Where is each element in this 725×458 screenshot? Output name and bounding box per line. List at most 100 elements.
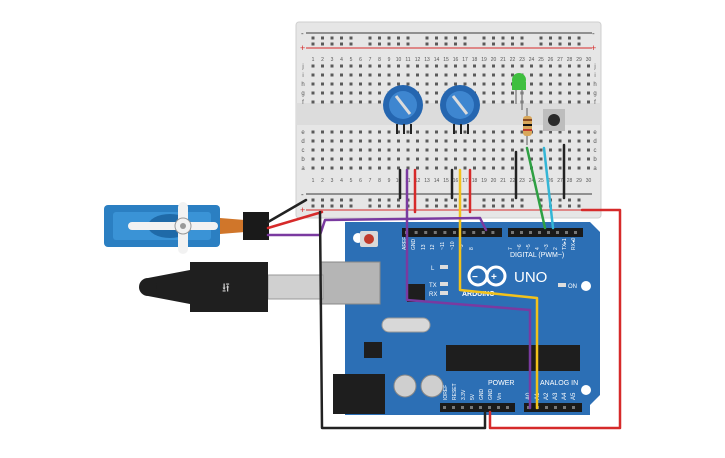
hole xyxy=(359,64,362,68)
header-pin xyxy=(527,406,530,409)
rail-hole xyxy=(349,204,353,208)
header-pin xyxy=(554,406,557,409)
hole xyxy=(558,166,562,170)
hole xyxy=(359,91,362,95)
column-number: 16 xyxy=(453,57,459,63)
rail-hole xyxy=(492,198,495,202)
hole xyxy=(558,91,562,95)
reset-button-cap[interactable] xyxy=(364,234,374,244)
analog-pin-label: A4 xyxy=(562,392,568,400)
rail-hole xyxy=(397,198,400,202)
hole xyxy=(321,148,324,152)
hole xyxy=(406,157,410,161)
hole xyxy=(330,139,334,143)
capacitor xyxy=(420,374,444,398)
hole xyxy=(530,157,533,161)
rail-hole xyxy=(378,36,381,40)
regulator xyxy=(364,342,382,358)
usb-port xyxy=(319,261,381,305)
column-number: 5 xyxy=(350,57,353,63)
rail-hole xyxy=(568,36,571,40)
hole xyxy=(444,64,448,68)
hole xyxy=(492,73,495,77)
hole xyxy=(359,100,362,104)
potentiometer-1[interactable] xyxy=(383,85,423,134)
hole xyxy=(368,91,372,95)
column-number: 18 xyxy=(472,57,478,63)
rail-hole xyxy=(444,42,448,46)
analog-pin-label: A3 xyxy=(553,392,559,400)
hole xyxy=(558,157,562,161)
hole xyxy=(340,100,343,104)
rail-hole xyxy=(387,36,391,40)
hole xyxy=(463,64,467,68)
hole xyxy=(577,73,581,77)
rail-minus-label-bottom: - xyxy=(301,190,304,199)
hole xyxy=(397,82,400,86)
rail-hole xyxy=(340,36,343,40)
power-pin-label: 5V xyxy=(470,393,476,400)
hole xyxy=(501,157,505,161)
hole xyxy=(558,100,562,104)
servo-motor[interactable] xyxy=(104,202,269,254)
hole xyxy=(321,100,324,104)
hole xyxy=(501,82,505,86)
digital-pin-label: ~3 xyxy=(544,244,550,250)
hole xyxy=(378,139,381,143)
rail-hole xyxy=(330,198,334,202)
digital-pin-label: RX◂0 xyxy=(571,238,577,250)
rail-hole xyxy=(511,36,514,40)
usb-cable[interactable]: ⭿ xyxy=(139,262,324,312)
hole xyxy=(378,91,381,95)
potentiometer-2[interactable] xyxy=(440,85,480,134)
hole xyxy=(406,166,410,170)
hole xyxy=(492,148,495,152)
column-number: 8 xyxy=(378,57,381,63)
column-number: 23 xyxy=(519,178,525,184)
hole xyxy=(349,64,353,68)
hole xyxy=(549,166,552,170)
header-pin xyxy=(538,231,541,234)
rail-hole xyxy=(454,198,457,202)
column-number: 22 xyxy=(510,57,516,63)
digital-pwm-label: DIGITAL (PWM~) xyxy=(510,252,564,259)
column-number: 1 xyxy=(312,178,315,184)
rail-hole xyxy=(444,204,448,208)
hole xyxy=(311,148,315,152)
hole xyxy=(568,64,571,68)
hole xyxy=(511,91,514,95)
push-button[interactable] xyxy=(543,109,565,131)
hole xyxy=(349,157,353,161)
hole xyxy=(311,73,315,77)
hole xyxy=(454,166,457,170)
rail-hole xyxy=(577,204,581,208)
hole xyxy=(568,100,571,104)
green-led[interactable] xyxy=(512,73,526,110)
rail-plus-label-bottom: + xyxy=(300,205,305,215)
hole xyxy=(321,139,324,143)
column-number: 29 xyxy=(576,178,582,184)
hole xyxy=(340,139,343,143)
hole xyxy=(330,100,334,104)
rail-hole xyxy=(558,204,562,208)
hole xyxy=(463,157,467,161)
hole xyxy=(368,166,372,170)
hole xyxy=(387,166,391,170)
rail-hole xyxy=(511,198,514,202)
rail-hole xyxy=(311,42,315,46)
power-pin-label: 3.3V xyxy=(461,389,467,400)
hole xyxy=(482,148,486,152)
rail-hole xyxy=(444,36,448,40)
rail-hole xyxy=(311,204,315,208)
column-number: 4 xyxy=(340,178,343,184)
hole xyxy=(539,148,543,152)
hole xyxy=(416,157,419,161)
wire-green xyxy=(525,146,547,230)
header-pin xyxy=(453,231,456,234)
rail-minus-label: - xyxy=(301,29,304,38)
resistor[interactable] xyxy=(523,108,532,145)
header-pin xyxy=(545,406,548,409)
hole xyxy=(511,64,514,68)
hole xyxy=(311,157,315,161)
